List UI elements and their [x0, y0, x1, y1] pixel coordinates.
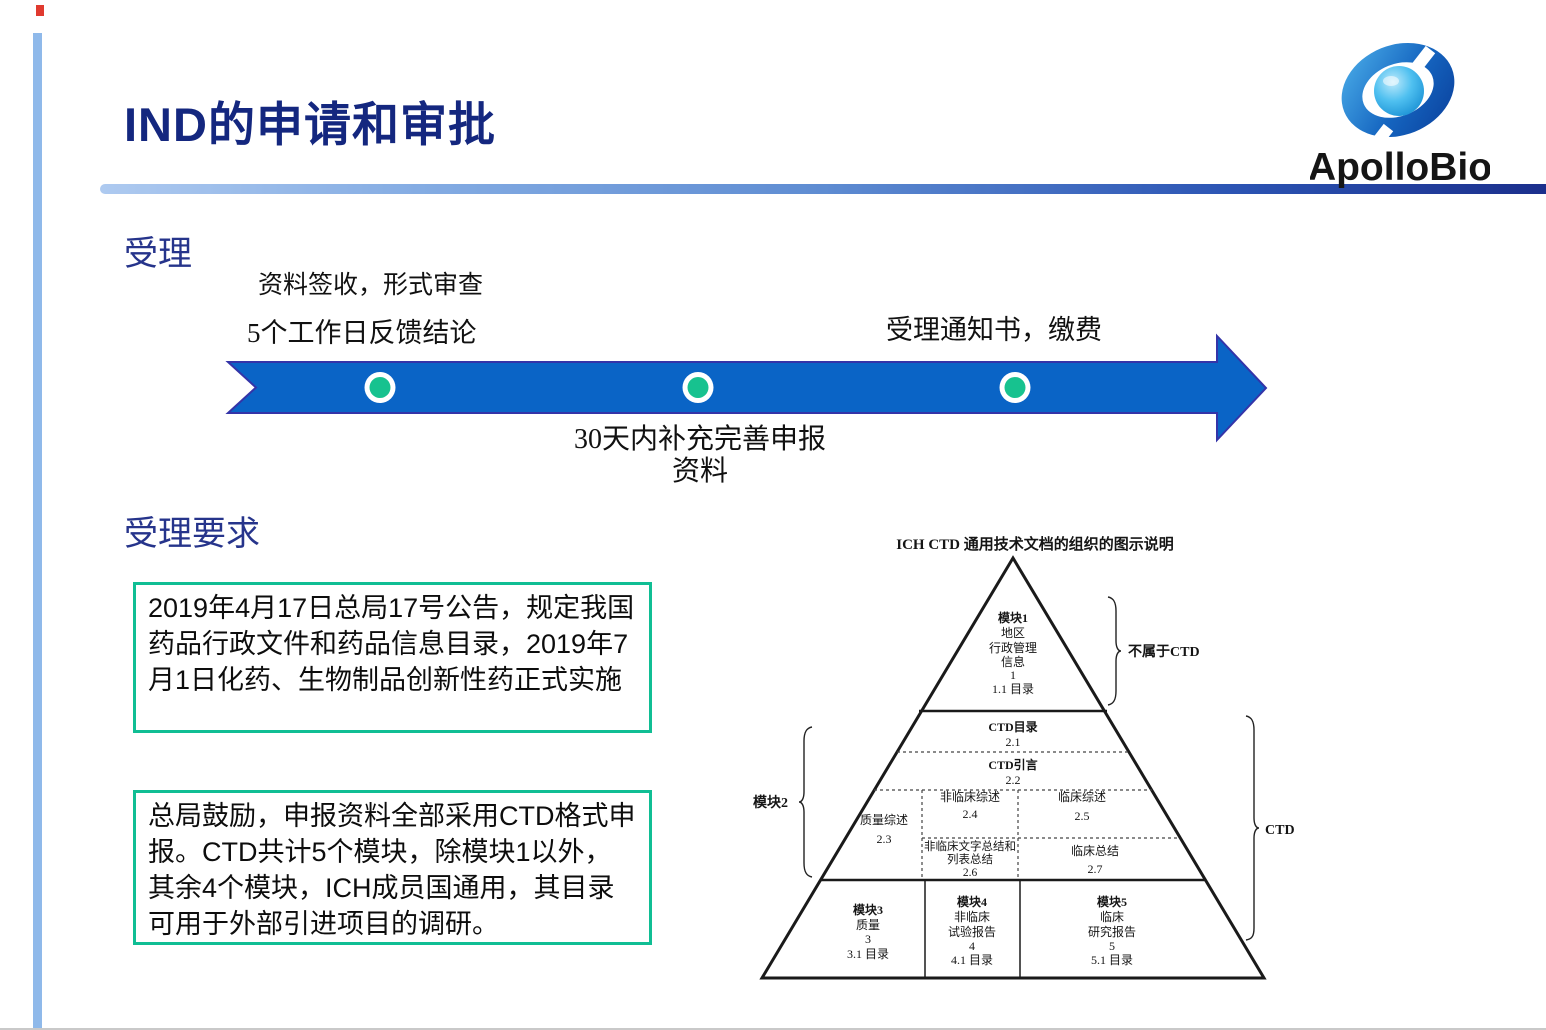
svg-text:2.7: 2.7 — [1088, 862, 1103, 876]
svg-text:2.5: 2.5 — [1075, 809, 1090, 823]
logo-swirl-icon — [1341, 42, 1455, 159]
svg-text:列表总结: 列表总结 — [947, 852, 993, 866]
svg-text:非临床文字总结和: 非临床文字总结和 — [924, 839, 1016, 853]
svg-text:试验报告: 试验报告 — [948, 924, 996, 939]
svg-text:临床总结: 临床总结 — [1071, 844, 1119, 858]
svg-text:5.1 目录: 5.1 目录 — [1091, 953, 1133, 967]
brace-ctd-label: CTD — [1265, 823, 1295, 838]
timeline-step3-label: 受理通知书，缴费 — [886, 315, 1102, 345]
pyramid-module4-label: 模块4 非临床 试验报告 4 4.1 目录 — [948, 894, 996, 967]
pyramid-cell-27: 临床总结 2.7 — [1071, 844, 1119, 876]
timeline-dot-1 — [364, 372, 396, 403]
pyramid-outline — [759, 555, 1267, 980]
svg-text:质量: 质量 — [856, 918, 880, 932]
timeline-step2-line2: 资料 — [671, 456, 728, 487]
brace-module2-label: 模块2 — [753, 794, 788, 811]
svg-text:3.1 目录: 3.1 目录 — [847, 947, 889, 961]
svg-text:2.3: 2.3 — [877, 832, 892, 846]
pyramid-title: ICH CTD 通用技术文档的组织的图示说明 — [896, 535, 1174, 553]
svg-text:模块1: 模块1 — [998, 610, 1028, 625]
svg-text:2.2: 2.2 — [1006, 773, 1021, 787]
svg-text:临床综述: 临床综述 — [1058, 790, 1106, 804]
svg-text:模块4: 模块4 — [957, 894, 987, 909]
section-heading-requirements: 受理要求 — [124, 516, 260, 553]
pyramid-cell-25: 临床综述 2.5 — [1058, 790, 1106, 823]
svg-text:2.6: 2.6 — [963, 867, 978, 879]
pyramid-module5-label: 模块5 临床 研究报告 5 5.1 目录 — [1088, 894, 1136, 967]
requirement-box-1: 2019年4月17日总局17号公告，规定我国药品行政文件和药品信息目录，2019… — [133, 582, 652, 733]
pyramid-band-21: CTD目录 2.1 — [988, 720, 1037, 749]
svg-text:2.4: 2.4 — [963, 807, 978, 821]
svg-text:信息: 信息 — [1001, 654, 1025, 669]
brace-not-ctd — [1107, 596, 1122, 706]
svg-text:3: 3 — [865, 932, 871, 946]
pyramid-cell-26: 非临床文字总结和 列表总结 2.6 — [924, 839, 1016, 879]
pyramid-cell-24: 非临床综述 2.4 — [940, 790, 1000, 821]
timeline-step2-label: 30天内补充完善申报 资料 — [540, 424, 860, 488]
svg-text:1: 1 — [1010, 668, 1016, 682]
timeline-step1-line2: 5个工作日反馈结论 — [247, 318, 477, 348]
svg-text:模块5: 模块5 — [1097, 894, 1127, 909]
pyramid-band-22: CTD引言 2.2 — [988, 757, 1037, 787]
requirement-box-2: 总局鼓励，申报资料全部采用CTD格式申报。CTD共计5个模块，除模块1以外，其余… — [133, 790, 652, 945]
svg-text:行政管理: 行政管理 — [989, 640, 1037, 655]
brace-not-ctd-label: 不属于CTD — [1128, 644, 1200, 660]
logo-wordmark: ApolloBio — [1310, 146, 1490, 189]
ctd-pyramid-diagram: ICH CTD 通用技术文档的组织的图示说明 模块1 地区 行政管理 信息 1 … — [753, 535, 1295, 980]
svg-text:4.1 目录: 4.1 目录 — [951, 953, 993, 967]
svg-text:研究报告: 研究报告 — [1088, 924, 1136, 939]
pyramid-module1-label: 模块1 地区 行政管理 信息 1 1.1 目录 — [989, 610, 1037, 696]
svg-text:模块3: 模块3 — [853, 902, 883, 917]
title-underline-rule — [100, 184, 1546, 194]
timeline-step2-line1: 30天内补充完善申报 — [573, 424, 826, 455]
pyramid-module3-label: 模块3 质量 3 3.1 目录 — [847, 902, 889, 961]
recording-indicator-dot — [36, 5, 44, 16]
timeline-dot-2 — [682, 372, 714, 403]
section-heading-acceptance: 受理 — [124, 236, 192, 273]
svg-text:2.1: 2.1 — [1006, 735, 1021, 749]
apollobio-logo: ApolloBio — [1310, 42, 1490, 189]
pyramid-cell-23: 质量综述 2.3 — [860, 813, 908, 846]
left-accent-bar — [33, 33, 42, 1028]
svg-text:5: 5 — [1109, 939, 1115, 953]
timeline-dot-3 — [999, 372, 1031, 403]
page-title: IND的申请和审批 — [124, 98, 496, 151]
svg-text:非临床综述: 非临床综述 — [940, 790, 1000, 804]
brace-ctd — [1245, 715, 1260, 941]
timeline-arrow-graphic — [225, 333, 1268, 443]
svg-text:地区: 地区 — [1001, 626, 1025, 640]
brace-module2 — [798, 726, 813, 878]
svg-text:4: 4 — [969, 939, 975, 953]
svg-text:CTD引言: CTD引言 — [988, 757, 1037, 772]
timeline-arrow-shape — [225, 333, 1268, 443]
svg-text:非临床: 非临床 — [954, 910, 990, 924]
svg-text:CTD目录: CTD目录 — [988, 720, 1037, 734]
svg-text:临床: 临床 — [1100, 910, 1124, 924]
svg-text:1.1 目录: 1.1 目录 — [992, 682, 1034, 696]
timeline-step1-line1: 资料签收，形式审查 — [258, 272, 484, 299]
slide-bottom-edge — [0, 1028, 1546, 1030]
svg-text:质量综述: 质量综述 — [860, 813, 908, 827]
